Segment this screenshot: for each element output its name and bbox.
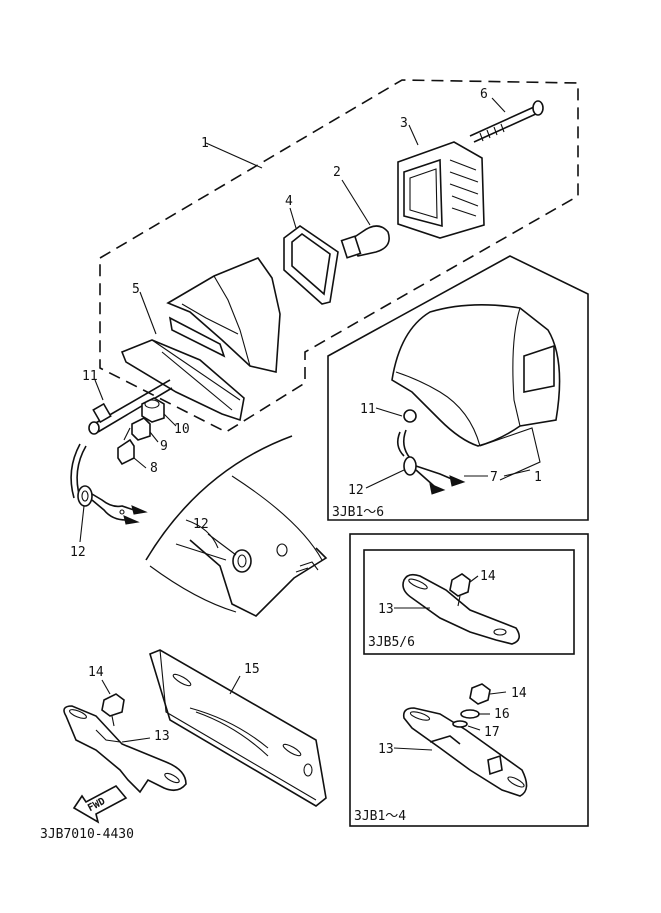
callout-12-left: 12 (70, 545, 86, 560)
inset-label-3jb5-6: 3JB5/6 (368, 635, 415, 650)
bulb-part-2 (340, 225, 390, 259)
bracket-part-5 (120, 257, 281, 422)
callout-15: 15 (244, 662, 260, 677)
callout-2: 2 (333, 165, 341, 180)
callout-1-inset: 1 (534, 470, 542, 485)
callout-14-b56: 14 (480, 569, 496, 584)
rear-fender (145, 435, 328, 617)
bracket-3jb5-6 (402, 573, 520, 645)
callout-17: 17 (484, 725, 500, 740)
screw-part-6 (469, 100, 544, 143)
callout-13-b14: 13 (378, 742, 394, 757)
callout-6: 6 (480, 87, 488, 102)
callout-11-left: 11 (82, 369, 98, 384)
inset-label-3jb1-6: 3JB1～6 (332, 505, 384, 520)
drawing-number: 3JB7010-4430 (40, 827, 134, 842)
inset-3jb5-6 (363, 549, 575, 655)
callout-14-left: 14 (88, 665, 104, 680)
callout-5: 5 (132, 282, 140, 297)
bolt-part-8 (117, 427, 135, 466)
callout-4: 4 (285, 194, 293, 209)
callout-16: 16 (494, 707, 510, 722)
callout-3: 3 (400, 116, 408, 131)
callout-12-inset: 12 (348, 483, 364, 498)
callout-12-mid: 12 (193, 517, 209, 532)
callout-8: 8 (150, 461, 158, 476)
plate-bracket-part-15 (149, 649, 327, 807)
fwd-arrow (72, 784, 128, 824)
callout-9: 9 (160, 439, 168, 454)
bracket-3jb1-4 (402, 683, 528, 797)
gasket-part-4 (283, 225, 339, 305)
callout-13-left: 13 (154, 729, 170, 744)
callout-14-b14: 14 (511, 686, 527, 701)
grommet-part-11 (88, 379, 173, 435)
wire-harness (70, 443, 148, 525)
callout-11-inset: 11 (360, 402, 376, 417)
bracket-part-13 (63, 693, 187, 794)
callout-7: 7 (490, 470, 498, 485)
assembly-boundary (99, 79, 579, 433)
callout-1: 1 (201, 136, 209, 151)
nut-part-10 (141, 397, 165, 423)
lens-part-3 (397, 141, 485, 239)
inset-3jb1-6 (327, 255, 589, 521)
inset-3jb1-4-frame (349, 533, 589, 827)
callout-13-b56: 13 (378, 602, 394, 617)
callout-10: 10 (174, 422, 190, 437)
inset-label-3jb1-4: 3JB1～4 (354, 809, 406, 824)
collar-part-9 (131, 417, 151, 441)
